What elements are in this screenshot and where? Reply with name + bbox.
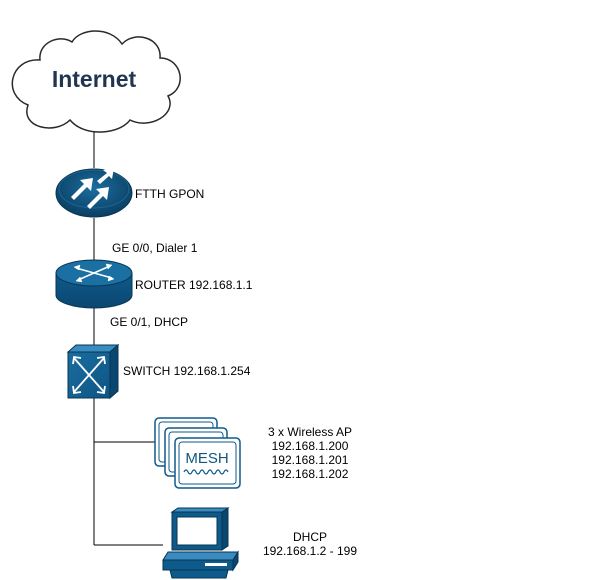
ap-line-ip-2: 192.168.1.201 xyxy=(272,453,349,467)
ap-line-count: 3 x Wireless AP xyxy=(268,425,352,439)
keyboard-base-icon xyxy=(162,550,239,579)
wan-port-label: GE 0/0, Dialer 1 xyxy=(112,241,198,255)
pc-workstation: DHCP 192.168.1.2 - 199 xyxy=(162,507,357,579)
monitor-icon xyxy=(170,507,230,551)
cloud-icon xyxy=(11,30,181,133)
ap-unit-front: MESH xyxy=(174,437,241,489)
pc-dhcp-label: DHCP xyxy=(293,530,327,544)
router-arrows-icon xyxy=(73,263,115,283)
gpon-arrows-icon xyxy=(71,168,114,209)
ap-line-ip-3: 192.168.1.202 xyxy=(272,467,349,481)
connection-lines xyxy=(93,128,163,546)
switch-cross-arrows-icon xyxy=(72,355,106,395)
ftth-label: FTTH GPON xyxy=(135,187,204,201)
lan-port-label: GE 0/1, DHCP xyxy=(110,315,188,329)
cloud-label: Internet xyxy=(52,66,137,92)
pc-range-label: 192.168.1.2 - 199 xyxy=(263,544,357,558)
mesh-icon-text: MESH xyxy=(185,450,228,467)
switch-device: SWITCH 192.168.1.254 xyxy=(66,343,251,400)
wireless-ap-stack: MESH 3 x Wireless AP 192.168.1.200 192.1… xyxy=(154,417,352,489)
ap-line-ip-1: 192.168.1.200 xyxy=(272,439,349,453)
router-device: ROUTER 192.168.1.1 xyxy=(55,259,253,309)
switch-label: SWITCH 192.168.1.254 xyxy=(123,364,251,378)
mesh-wave-icon xyxy=(183,469,229,475)
ftth-gpon-device: FTTH GPON xyxy=(55,168,204,218)
router-label: ROUTER 192.168.1.1 xyxy=(135,278,253,292)
internet-cloud: Internet xyxy=(11,30,181,133)
